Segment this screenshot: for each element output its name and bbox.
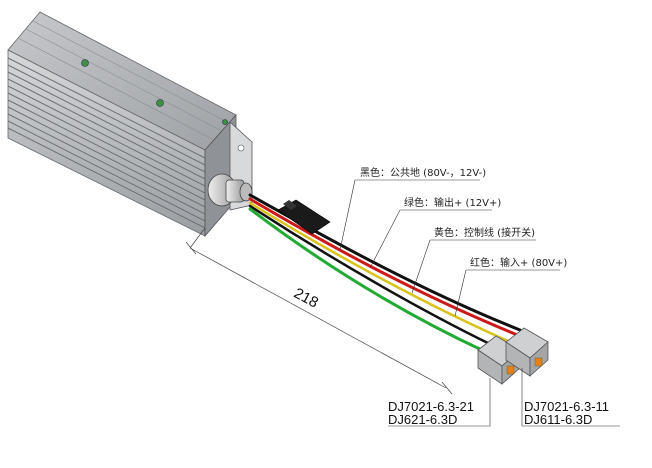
wire-red [248,197,527,340]
wire-black-2 [248,204,494,347]
callout-green-wire: 绿色：输出+ (12V+) [404,196,501,209]
housing-screw-3 [222,119,228,125]
left-connector-part-1: DJ7021-6.3-21 [388,399,474,414]
housing-screw-1 [81,59,89,67]
callout-leaders [339,179,560,317]
callout-yellow-wire: 黄色：控制线 (接开关) [434,226,535,239]
dimension-218 [185,227,453,395]
right-connector-part-1: DJ7021-6.3-11 [524,399,609,414]
housing-fins [7,57,206,229]
cable-gland [207,173,253,207]
wire-yellow [248,201,512,344]
fuse-holder [277,199,331,235]
part-leaders [388,368,620,427]
bracket-hole-top [237,144,245,152]
dimension-label: 218 [291,285,321,312]
housing-screw-2 [156,99,164,107]
wire-green [248,207,488,354]
callout-black-wire: 黑色：公共地 (80V-，12V-) [360,166,486,179]
left-connector-part-2: DJ621-6.3D [388,412,457,427]
callout-red-wire: 红色：输入+ (80V+) [470,256,567,269]
right-connector-part-2: DJ611-6.3D [524,412,592,427]
connector-right [505,327,549,377]
housing-top-ribs [17,20,230,141]
